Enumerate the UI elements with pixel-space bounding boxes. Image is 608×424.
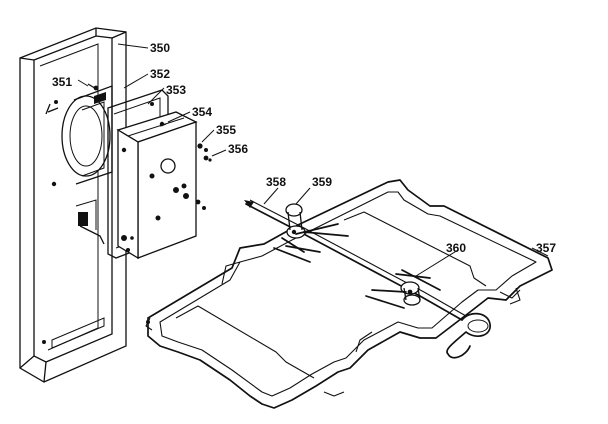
label-360: 360 <box>446 241 466 255</box>
label-355: 355 <box>216 123 236 137</box>
gearbox-354 <box>116 111 198 260</box>
screw-355 <box>197 143 208 152</box>
fork-359 <box>273 203 349 263</box>
label-359: 359 <box>312 175 332 189</box>
label-357: 357 <box>536 241 556 255</box>
fork-360 <box>365 269 441 309</box>
screw-351 <box>87 83 99 91</box>
label-358: 358 <box>266 175 286 189</box>
part-labels: 350 351 352 353 354 355 356 357 358 359 … <box>52 41 556 255</box>
label-350: 350 <box>150 41 170 55</box>
label-351: 351 <box>52 75 72 89</box>
mounting-panel-350 <box>19 27 127 383</box>
label-353: 353 <box>166 83 186 97</box>
screw-356 <box>203 155 212 162</box>
label-354: 354 <box>192 105 212 119</box>
leader-lines <box>77 43 549 277</box>
label-356: 356 <box>228 142 248 156</box>
wire-rack-357 <box>145 179 553 409</box>
spit-rod-358 <box>244 199 491 359</box>
motor-352 <box>61 85 113 245</box>
label-352: 352 <box>150 67 170 81</box>
